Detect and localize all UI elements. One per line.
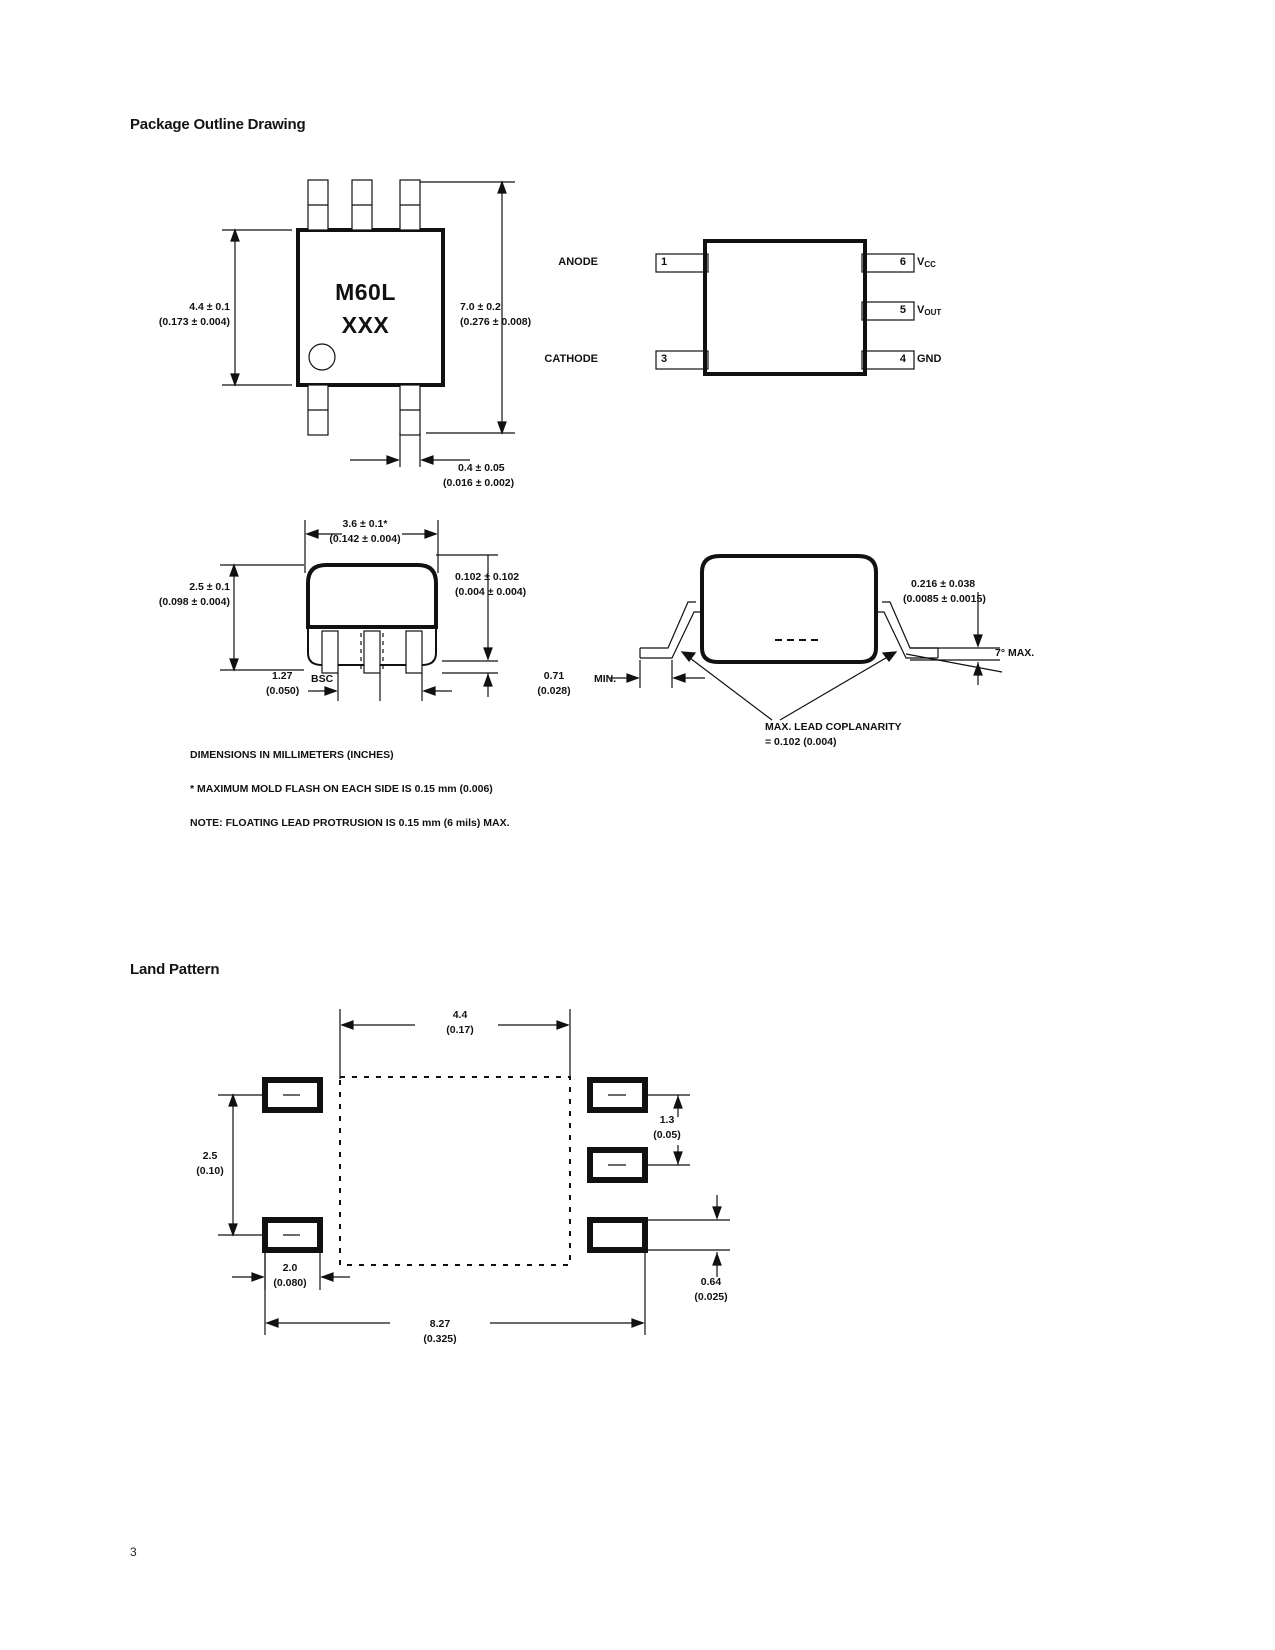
pinout-diagram	[655, 239, 915, 376]
land-pad-height-mm: 0.64	[700, 1276, 722, 1288]
end-view-drawing	[610, 554, 1003, 721]
top-view-length-in: (0.276 ± 0.008)	[460, 316, 532, 328]
land-pad-height-in: (0.025)	[694, 1291, 728, 1303]
note-dimensions-units: DIMENSIONS IN MILLIMETERS (INCHES)	[190, 749, 394, 761]
land-pad-gap-mm: 1.3	[659, 1114, 675, 1126]
lead-angle-max: 7° MAX.	[995, 647, 1035, 659]
body-width-mm: 3.6 ± 0.1*	[342, 518, 388, 530]
pitch-in: (0.050)	[266, 685, 300, 697]
package-outline-heading: Package Outline Drawing	[130, 116, 306, 133]
pin-label-vcc: VCC	[917, 256, 936, 269]
pin-number-6: 6	[899, 256, 906, 268]
foot-length-in: (0.028)	[537, 685, 571, 697]
coplanarity-note-line2: = 0.102 (0.004)	[765, 736, 837, 748]
pin-number-1: 1	[661, 256, 668, 268]
foot-length-qualifier: MIN.	[594, 673, 617, 685]
pin-number-5: 5	[899, 304, 906, 316]
side-view-drawing	[220, 520, 498, 701]
pitch-bsc-label: BSC	[311, 673, 334, 685]
standoff-mm: 0.102 ± 0.102	[455, 571, 520, 583]
body-height-in: (0.098 ± 0.004)	[158, 596, 230, 608]
body-width-in: (0.142 ± 0.004)	[329, 533, 401, 545]
land-pattern-drawing	[218, 1009, 730, 1335]
top-view-drawing	[222, 179, 515, 467]
land-pattern-heading: Land Pattern	[130, 961, 220, 978]
package-mark-line1: M60L	[335, 279, 396, 305]
land-pad-span-mm: 2.5	[202, 1150, 218, 1162]
note-mold-flash: * MAXIMUM MOLD FLASH ON EACH SIDE IS 0.1…	[190, 783, 493, 795]
land-pad-length-mm: 2.0	[282, 1262, 298, 1274]
page-number: 3	[130, 1545, 137, 1559]
foot-length-mm: 0.71	[543, 670, 565, 682]
pin-number-3: 3	[661, 353, 668, 365]
land-pad-gap-in: (0.05)	[653, 1129, 681, 1141]
body-height-mm: 2.5 ± 0.1	[189, 581, 230, 593]
pin-label-vout: VOUT	[917, 304, 942, 317]
coplanarity-note-line1: MAX. LEAD COPLANARITY	[765, 721, 902, 733]
lead-thickness-in: (0.0085 ± 0.0015)	[903, 593, 986, 605]
pin-label-cathode: CATHODE	[544, 353, 598, 365]
lead-thickness-mm: 0.216 ± 0.038	[911, 578, 976, 590]
land-overall-in: (0.325)	[423, 1333, 457, 1345]
land-pad-span-in: (0.10)	[196, 1165, 224, 1177]
lead-width-mm: 0.4 ± 0.05	[458, 462, 505, 474]
land-overall-mm: 8.27	[429, 1318, 451, 1330]
pin-label-anode: ANODE	[558, 256, 598, 268]
standoff-in: (0.004 ± 0.004)	[455, 586, 527, 598]
pin-number-4: 4	[899, 353, 906, 365]
package-mark-line2: XXX	[341, 312, 390, 338]
land-pad-length-in: (0.080)	[273, 1277, 307, 1289]
pitch-mm: 1.27	[272, 670, 293, 682]
top-view-width-in: (0.173 ± 0.004)	[158, 316, 230, 328]
land-inner-width-mm: 4.4	[452, 1009, 468, 1021]
note-lead-protrusion: NOTE: FLOATING LEAD PROTRUSION IS 0.15 m…	[190, 817, 510, 829]
lead-width-in: (0.016 ± 0.002)	[443, 477, 515, 489]
top-view-length-mm: 7.0 ± 0.2	[460, 301, 501, 313]
top-view-width-mm: 4.4 ± 0.1	[189, 301, 230, 313]
pin-label-gnd: GND	[917, 353, 942, 365]
land-inner-width-in: (0.17)	[446, 1024, 474, 1036]
